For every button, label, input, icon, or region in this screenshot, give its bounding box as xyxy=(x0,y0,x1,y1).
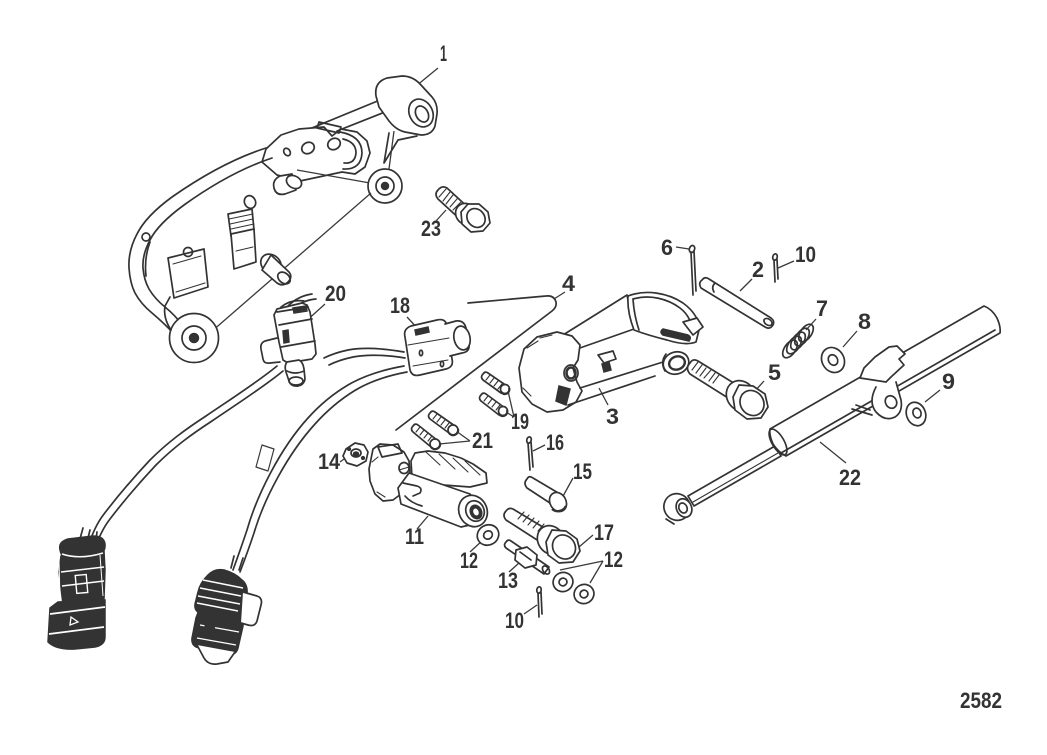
svg-text:11: 11 xyxy=(405,524,424,549)
svg-text:14: 14 xyxy=(318,449,341,474)
svg-text:6: 6 xyxy=(661,235,673,260)
svg-text:17: 17 xyxy=(594,520,614,545)
svg-text:19: 19 xyxy=(511,409,529,434)
svg-text:4: 4 xyxy=(562,271,576,296)
svg-text:23: 23 xyxy=(421,216,441,241)
svg-text:18: 18 xyxy=(390,293,410,318)
svg-text:12: 12 xyxy=(460,548,478,573)
svg-text:8: 8 xyxy=(858,309,871,334)
svg-text:5: 5 xyxy=(768,360,781,385)
svg-text:2582: 2582 xyxy=(960,688,1002,713)
svg-text:9: 9 xyxy=(942,369,955,394)
svg-text:7: 7 xyxy=(816,296,828,321)
svg-text:13: 13 xyxy=(498,568,518,593)
svg-text:21: 21 xyxy=(472,428,493,453)
svg-text:3: 3 xyxy=(606,404,619,429)
svg-text:20: 20 xyxy=(325,281,346,306)
svg-text:10: 10 xyxy=(505,608,524,633)
svg-text:2: 2 xyxy=(752,257,764,282)
svg-text:1: 1 xyxy=(440,41,447,66)
svg-text:22: 22 xyxy=(839,465,861,490)
svg-text:15: 15 xyxy=(573,459,592,484)
svg-text:16: 16 xyxy=(546,430,564,455)
svg-text:10: 10 xyxy=(795,242,816,267)
svg-text:12: 12 xyxy=(604,547,623,572)
